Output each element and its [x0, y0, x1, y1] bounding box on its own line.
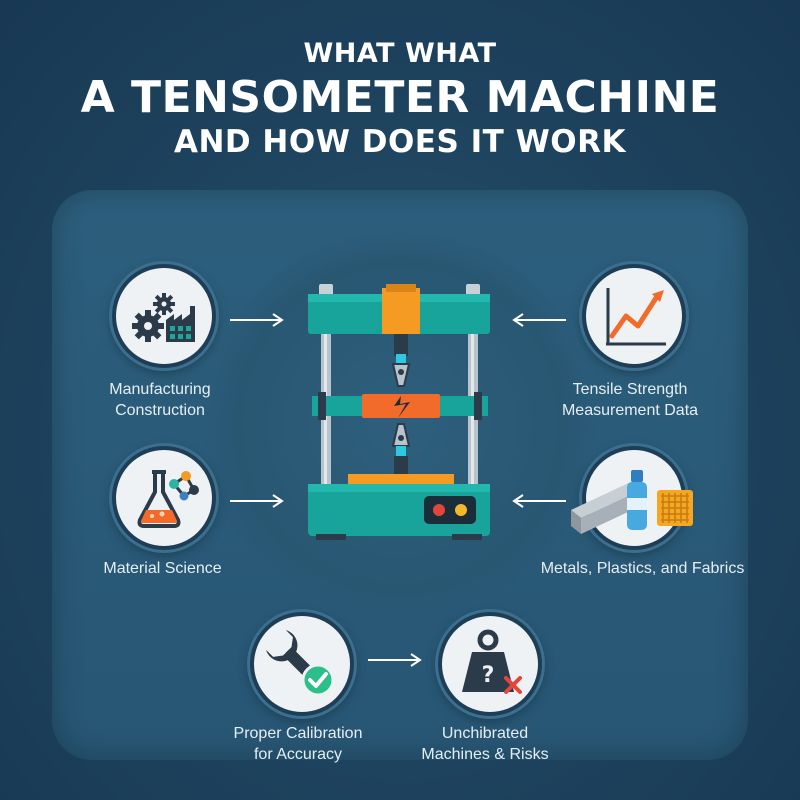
title-line-3: AND HOW DOES IT WORK: [173, 124, 627, 160]
arrow-left-top-right: [512, 313, 566, 327]
label-manufacturing-line2: Construction: [115, 402, 205, 419]
title-line-2: A TENSOMETER MACHINE: [80, 72, 720, 123]
label-tensile-strength-line2: Measurement Data: [561, 402, 699, 419]
gears-factory-icon: [112, 264, 216, 368]
materials-icon: [571, 470, 693, 534]
line-chart-icon: [582, 264, 686, 368]
weight-question-icon: ?: [438, 612, 542, 716]
label-uncalibrated-line2: Machines & Risks: [421, 746, 549, 763]
label-uncalibrated-line1: Unchibrated: [441, 725, 529, 742]
label-materials-line1: Metals, Plastics, and Fabrics: [540, 560, 745, 577]
label-calibration: Proper Calibration for Accuracy: [218, 723, 378, 765]
label-material-science: Material Science: [80, 558, 245, 579]
label-calibration-line1: Proper Calibration: [233, 725, 363, 742]
label-tensile-strength-line1: Tensile Strength: [572, 381, 688, 398]
label-manufacturing: Manufacturing Construction: [80, 379, 240, 421]
title-line-1: WHAT WHAT: [303, 38, 497, 69]
svg-text:?: ?: [482, 663, 495, 688]
label-materials: Metals, Plastics, and Fabrics: [530, 558, 755, 579]
label-material-science-line1: Material Science: [103, 560, 222, 577]
arrow-right-mid-left: [230, 494, 284, 508]
tensometer-machine-illustration: [308, 284, 490, 540]
label-manufacturing-line1: Manufacturing: [109, 381, 211, 398]
arrow-left-mid-right: [512, 494, 566, 508]
label-calibration-line2: for Accuracy: [253, 746, 343, 763]
arrow-right-top-left: [230, 313, 284, 327]
arrow-right-bottom: [368, 653, 422, 667]
wrench-check-icon: [250, 612, 354, 716]
label-uncalibrated: Unchibrated Machines & Risks: [410, 723, 560, 765]
label-tensile-strength: Tensile Strength Measurement Data: [545, 379, 715, 421]
flask-molecule-icon: [112, 446, 216, 550]
